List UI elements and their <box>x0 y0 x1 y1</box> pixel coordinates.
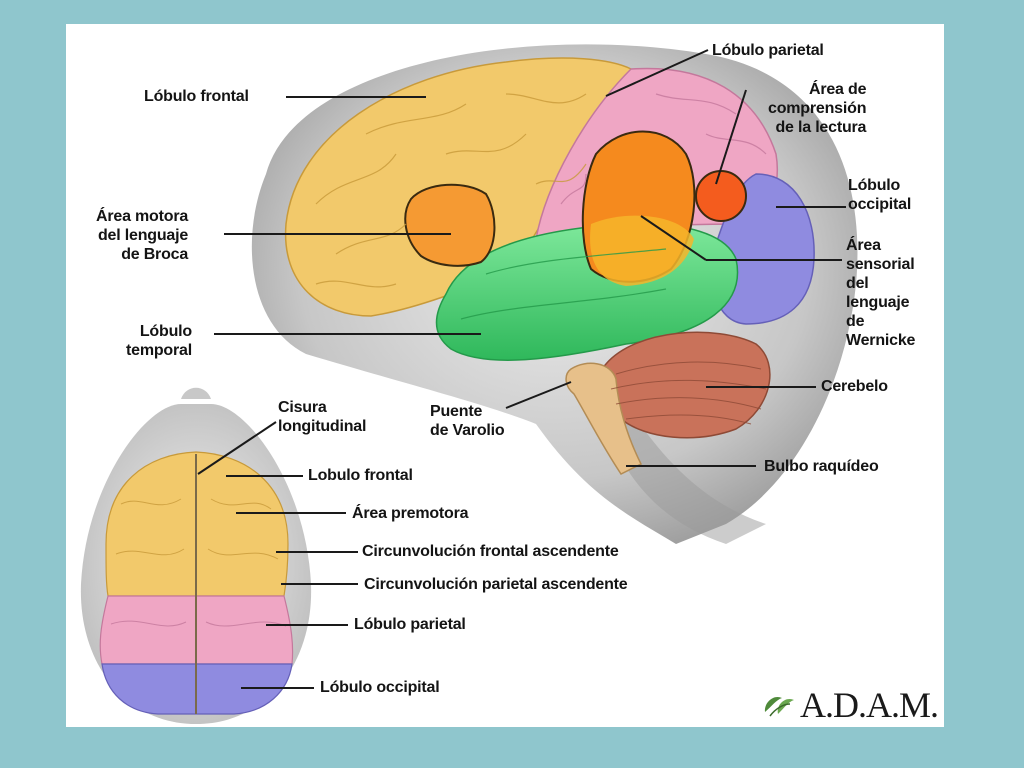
label-occipital-lobe: Lóbulo occipital <box>848 177 912 213</box>
side-brainstem <box>565 362 643 475</box>
label-longitudinal-fissure: Cisura longitudinal <box>278 399 367 435</box>
cerebellum-lines <box>610 361 767 425</box>
label-wernicke-area: Área sensorial del lenguaje de Wernicke <box>846 237 916 349</box>
label-temporal-lobe: Lóbulo temporal <box>126 323 192 359</box>
leaf-icon <box>764 696 794 717</box>
label-parietal-lobe: Lóbulo parietal <box>712 42 824 59</box>
label-ascending-parietal-gyrus: Circunvolución parietal ascendente <box>364 576 628 593</box>
frontal-gyri-lines <box>315 93 587 288</box>
label-top-frontal-lobe: Lobulo frontal <box>308 467 413 484</box>
adam-logo: A.D.A.M. <box>762 684 939 726</box>
neck-shadow <box>606 404 766 544</box>
temporal-gyri-lines <box>460 248 667 320</box>
broca-area <box>404 183 496 267</box>
reading-comprehension-area <box>695 170 747 222</box>
top-gyri-lines <box>115 498 279 560</box>
label-medulla: Bulbo raquídeo <box>764 458 879 475</box>
label-top-occipital-lobe: Lóbulo occipital <box>320 679 440 696</box>
logo-text: A.D.A.M. <box>800 685 939 725</box>
label-premotor-area: Área premotora <box>352 505 469 522</box>
label-broca-area: Área motora del lenguaje de Broca <box>96 208 189 263</box>
label-pons: Puente de Varolio <box>430 403 505 439</box>
leader-lines <box>197 49 846 689</box>
label-ascending-frontal-gyrus: Circunvolución frontal ascendente <box>362 543 619 560</box>
label-frontal-lobe: Lóbulo frontal <box>144 88 249 105</box>
parietal-gyri-lines <box>560 93 767 205</box>
label-top-parietal-lobe: Lóbulo parietal <box>354 616 466 633</box>
nose-top <box>181 387 211 399</box>
label-reading-comprehension-area: Área de comprensión de la lectura <box>768 81 867 136</box>
brain-illustration <box>80 44 858 724</box>
label-cerebellum: Cerebelo <box>821 378 888 395</box>
diagram-panel: Lóbulo frontal Lóbulo parietal Área de c… <box>66 24 944 727</box>
